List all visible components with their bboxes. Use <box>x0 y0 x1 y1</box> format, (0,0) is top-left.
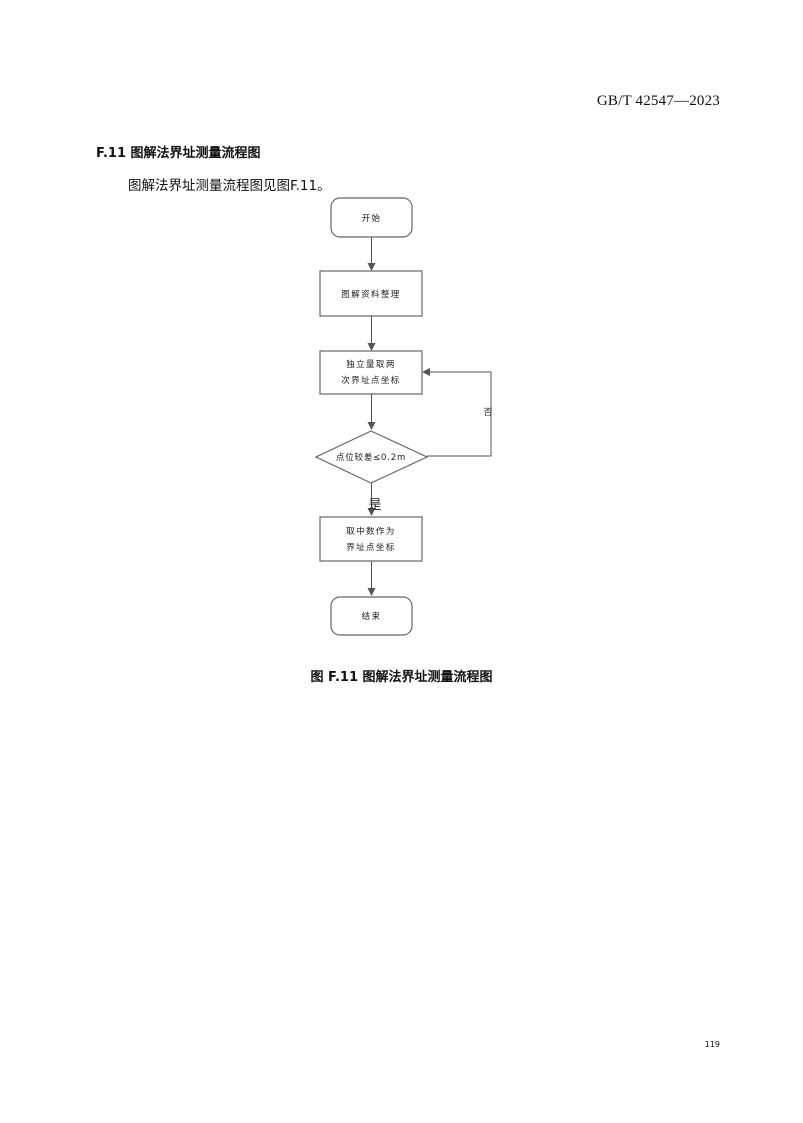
flow-node-process2-line2: 次界址点坐标 <box>341 375 400 386</box>
standard-number: GB/T 42547—2023 <box>596 93 720 109</box>
flow-edge-no-label: 否 <box>483 407 492 418</box>
flow-edge-yes-label: 是 <box>368 498 381 513</box>
flow-node-process1-label: 图解资料整理 <box>341 289 400 300</box>
flow-edge-decision-no-loop <box>422 368 492 457</box>
intro-paragraph: 图解法界址测量流程图见图F.11。 <box>128 178 331 194</box>
section-heading: F.11 图解法界址测量流程图 <box>96 146 261 161</box>
flow-node-process3-line1: 取中数作为 <box>346 526 396 537</box>
flow-node-decision: 点位较差≤0.2m <box>314 430 429 484</box>
flow-node-decision-label: 点位较差≤0.2m <box>336 452 406 463</box>
flow-node-end-label: 结束 <box>362 611 382 622</box>
flow-node-process2-line1: 独立量取两 <box>346 359 396 370</box>
flow-node-start: 开始 <box>330 197 413 238</box>
flow-node-process1: 图解资料整理 <box>319 270 423 317</box>
flow-node-process2: 独立量取两 次界址点坐标 <box>319 350 423 395</box>
figure-caption: 图 F.11 图解法界址测量流程图 <box>310 670 493 685</box>
flow-node-process3-line2: 界址点坐标 <box>346 542 396 553</box>
page-number: 119 <box>704 1040 720 1049</box>
flow-node-end: 结束 <box>330 596 413 636</box>
flow-node-start-label: 开始 <box>362 213 382 224</box>
flow-node-process3: 取中数作为 界址点坐标 <box>319 516 423 562</box>
